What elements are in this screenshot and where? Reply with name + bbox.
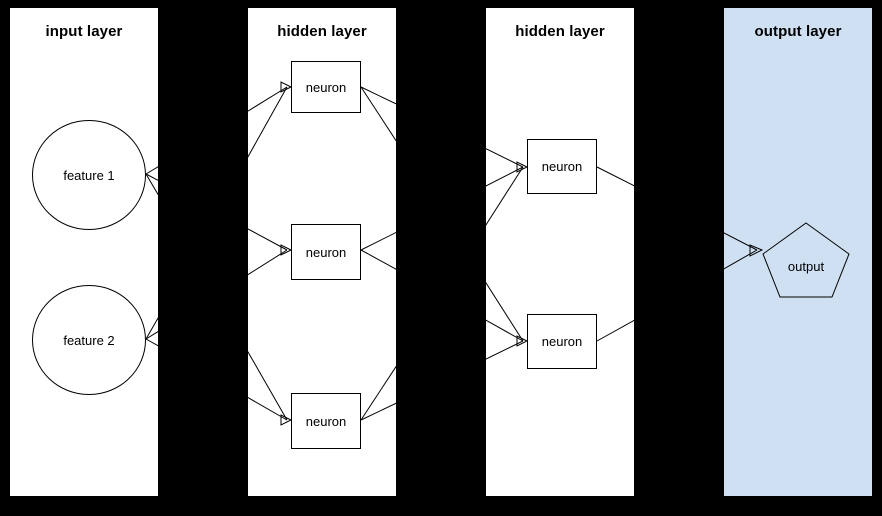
hidden-1-node-2[interactable]: neuron — [291, 224, 361, 280]
edges-input-panel — [145, 166, 158, 347]
layer-panel-output: output layer output — [724, 8, 872, 496]
pentagon-shape — [762, 222, 850, 298]
layer-panel-hidden-2: hidden layer neuron neuron — [486, 8, 634, 496]
layer-panel-input: input layer feature 1 feature 2 — [10, 8, 158, 496]
hidden-1-node-2-label: neuron — [305, 244, 347, 260]
layer-title-hidden-2: hidden layer — [515, 23, 605, 40]
input-node-feature-1-label: feature 1 — [63, 167, 115, 183]
hidden-2-node-1[interactable]: neuron — [527, 139, 597, 194]
input-node-feature-2[interactable]: feature 2 — [32, 285, 146, 395]
output-node-label: output — [787, 258, 825, 274]
layer-title-hidden-1: hidden layer — [277, 23, 367, 40]
input-node-feature-1[interactable]: feature 1 — [32, 120, 146, 230]
edges-hidden-2-panel — [486, 148, 634, 360]
hidden-2-node-2[interactable]: neuron — [527, 314, 597, 369]
input-node-feature-2-label: feature 2 — [63, 332, 115, 348]
layer-title-input: input layer — [45, 23, 123, 40]
hidden-1-node-1[interactable]: neuron — [291, 61, 361, 113]
hidden-2-node-1-label: neuron — [541, 159, 583, 174]
output-node-pentagon[interactable]: output — [761, 221, 851, 299]
hidden-2-node-2-label: neuron — [541, 334, 583, 349]
layer-panel-hidden-1: hidden layer neuron neuron — [248, 8, 396, 496]
hidden-1-node-1-label: neuron — [305, 79, 347, 95]
hidden-1-node-3[interactable]: neuron — [291, 393, 361, 449]
layer-title-output: output layer — [754, 23, 842, 40]
hidden-1-node-3-label: neuron — [305, 413, 347, 429]
